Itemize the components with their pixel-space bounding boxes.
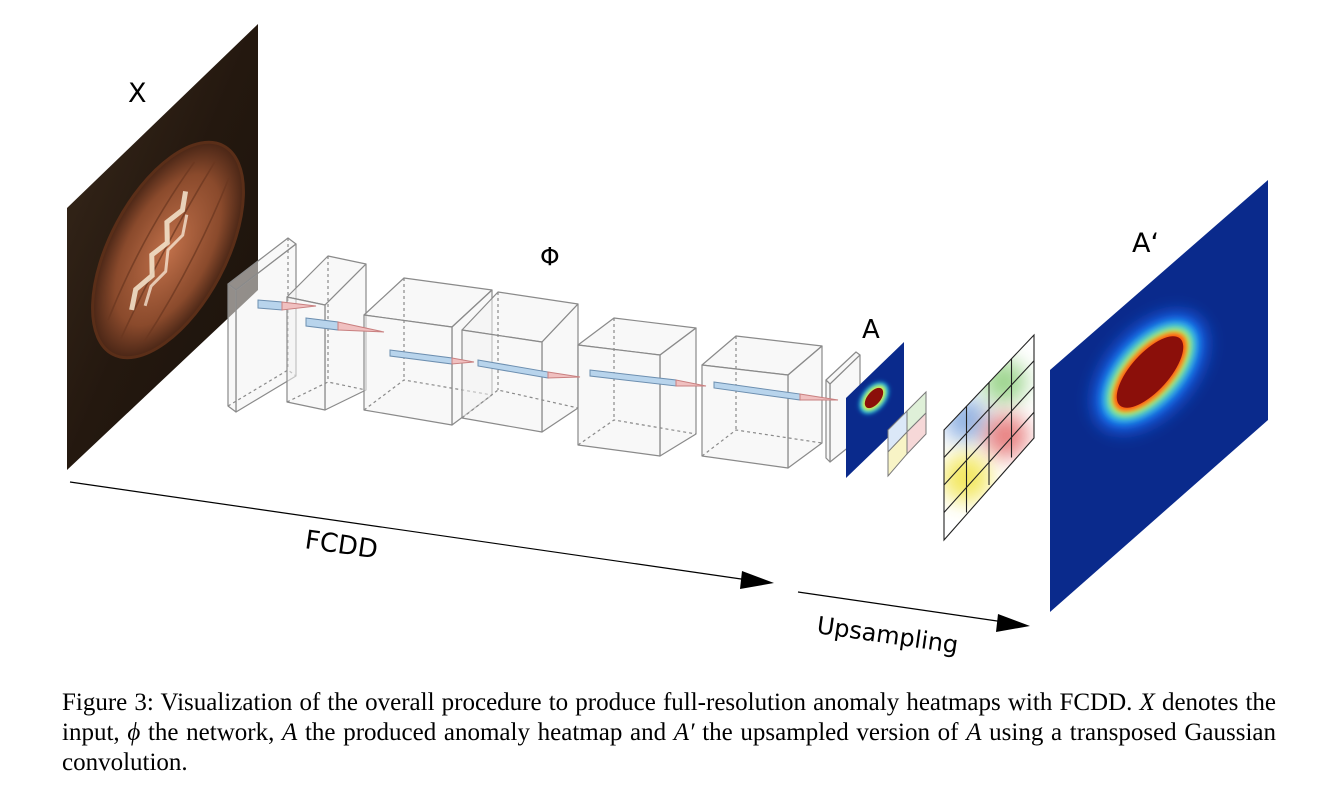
caption-symbol-a-2: A	[966, 719, 982, 746]
caption-symbol-a: A	[282, 719, 298, 746]
small-heatmap	[846, 342, 904, 478]
network-layers	[227, 237, 861, 469]
caption-part-1: denotes the input,	[62, 689, 1276, 746]
layer-block-5	[577, 317, 697, 457]
kernel-2x2	[887, 390, 927, 478]
upsampling-grid	[943, 333, 1035, 542]
input-label: X	[128, 78, 147, 109]
fcdd-arrow	[69, 481, 774, 589]
caption-symbol-x: X	[1139, 689, 1155, 716]
upsampling-label: Upsampling	[815, 611, 960, 659]
fcdd-label: FCDD	[303, 525, 380, 565]
upsampling-arrow	[797, 591, 1030, 632]
layer-block-4	[461, 291, 579, 433]
caption-symbol-phi: ϕ	[127, 719, 141, 746]
heatmap-label: A	[862, 315, 880, 345]
layer-block-6	[701, 335, 823, 469]
diagram-canvas: X	[67, 24, 1268, 659]
caption-part-3: the produced anomaly heatmap and	[297, 719, 674, 746]
caption-prefix: Figure 3: Visualization of the overall p…	[62, 689, 1140, 716]
upsampled-label: A‘	[1132, 228, 1159, 259]
caption-part-4: the upsampled version of	[694, 719, 967, 746]
network-label: Φ	[540, 242, 560, 271]
figure-caption: Figure 3: Visualization of the overall p…	[62, 688, 1276, 778]
kernel-paths	[257, 299, 839, 401]
upsampled-heatmap	[1050, 180, 1268, 612]
fcdd-diagram: X	[67, 24, 1268, 659]
caption-part-5: using a transposed Gaussian convolution.	[62, 719, 1277, 776]
caption-symbol-a-prime: A′	[673, 719, 695, 746]
caption-part-2: the network,	[140, 719, 283, 746]
input-image	[67, 24, 258, 470]
layer-block-2	[286, 255, 367, 411]
